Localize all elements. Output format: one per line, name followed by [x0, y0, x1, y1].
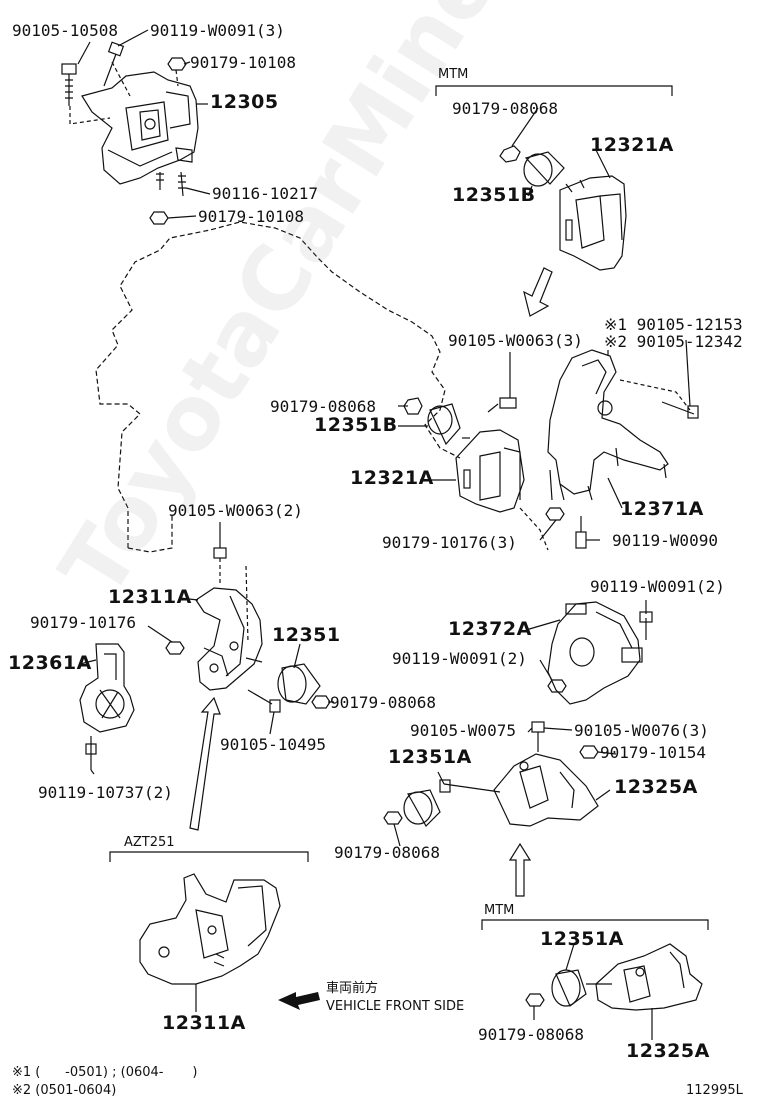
- part-label: 90179-10108: [190, 53, 296, 72]
- vehicle-front-arrow: [278, 992, 320, 1010]
- part-label: 12305: [210, 91, 279, 113]
- part-label: 90105-W0063(2): [168, 501, 303, 520]
- bracket-12311A-azt251: [139, 873, 281, 985]
- part-label: 90116-10217: [212, 184, 318, 203]
- part-label: 90179-08068: [452, 99, 558, 118]
- part-label: ※1 90105-12153: [604, 315, 743, 334]
- bracket-12311A: [195, 587, 263, 691]
- part-label: 12372A: [448, 618, 532, 640]
- engine-outline: [95, 221, 461, 548]
- bracket-12325A-bottom: [595, 943, 703, 1011]
- vehicle-front-en: VEHICLE FRONT SIDE: [326, 999, 465, 1014]
- part-label: 12321A: [590, 134, 674, 156]
- part-label: ※2 90105-12342: [604, 332, 743, 351]
- part-label: 90119-W0091(2): [392, 649, 527, 668]
- part-label: 90105-W0075: [410, 721, 516, 740]
- part-label: 12351: [272, 624, 341, 646]
- mount-12371A: [547, 349, 669, 501]
- part-label: 90119-W0091(2): [590, 577, 725, 596]
- part-label: 12351A: [540, 928, 624, 950]
- bracket-12325A-middle: [493, 753, 599, 827]
- mount-12361A: [79, 643, 135, 733]
- part-label: 12325A: [614, 776, 698, 798]
- figure-number: 112995L: [686, 1083, 743, 1098]
- part-label: 90179-08068: [270, 397, 376, 416]
- part-label: 90179-10154: [600, 743, 706, 762]
- footnote-1: ※1 ( -0501) ; (0604- ): [12, 1065, 198, 1080]
- part-label: 90179-08068: [478, 1025, 584, 1044]
- part-label: 90179-08068: [334, 843, 440, 862]
- part-label: 90179-10176: [30, 613, 136, 632]
- part-label: 90179-10176(3): [382, 533, 517, 552]
- part-label: 12371A: [620, 498, 704, 520]
- part-label: 12311A: [108, 586, 192, 608]
- part-label: 12311A: [162, 1012, 246, 1034]
- part-label: 12351B: [314, 414, 398, 436]
- mount-12305: [81, 71, 199, 197]
- group-mtm-top: MTM: [438, 67, 469, 82]
- group-mtm-bottom: MTM: [484, 903, 515, 918]
- part-label: 90179-10108: [198, 207, 304, 226]
- part-label: 12351B: [452, 184, 536, 206]
- part-label: 12351A: [388, 746, 472, 768]
- part-label: 90105-10495: [220, 735, 326, 754]
- part-label: 12325A: [626, 1040, 710, 1062]
- group-azt251: AZT251: [124, 835, 175, 850]
- part-label: 90119-W0090: [612, 531, 718, 550]
- part-label: 90105-W0063(3): [448, 331, 583, 350]
- mount-12372A: [547, 601, 643, 705]
- part-label: 12361A: [8, 652, 92, 674]
- part-label: 12321A: [350, 467, 434, 489]
- footnote-2: ※2 (0501-0604): [12, 1083, 117, 1098]
- part-label: 90119-W0091(3): [150, 21, 285, 40]
- part-label: 90179-08068: [330, 693, 436, 712]
- part-label: 90105-10508: [12, 21, 118, 40]
- vehicle-front-jp: 車両前方: [326, 981, 379, 996]
- part-label: 90105-W0076(3): [574, 721, 709, 740]
- part-label: 90119-10737(2): [38, 783, 173, 802]
